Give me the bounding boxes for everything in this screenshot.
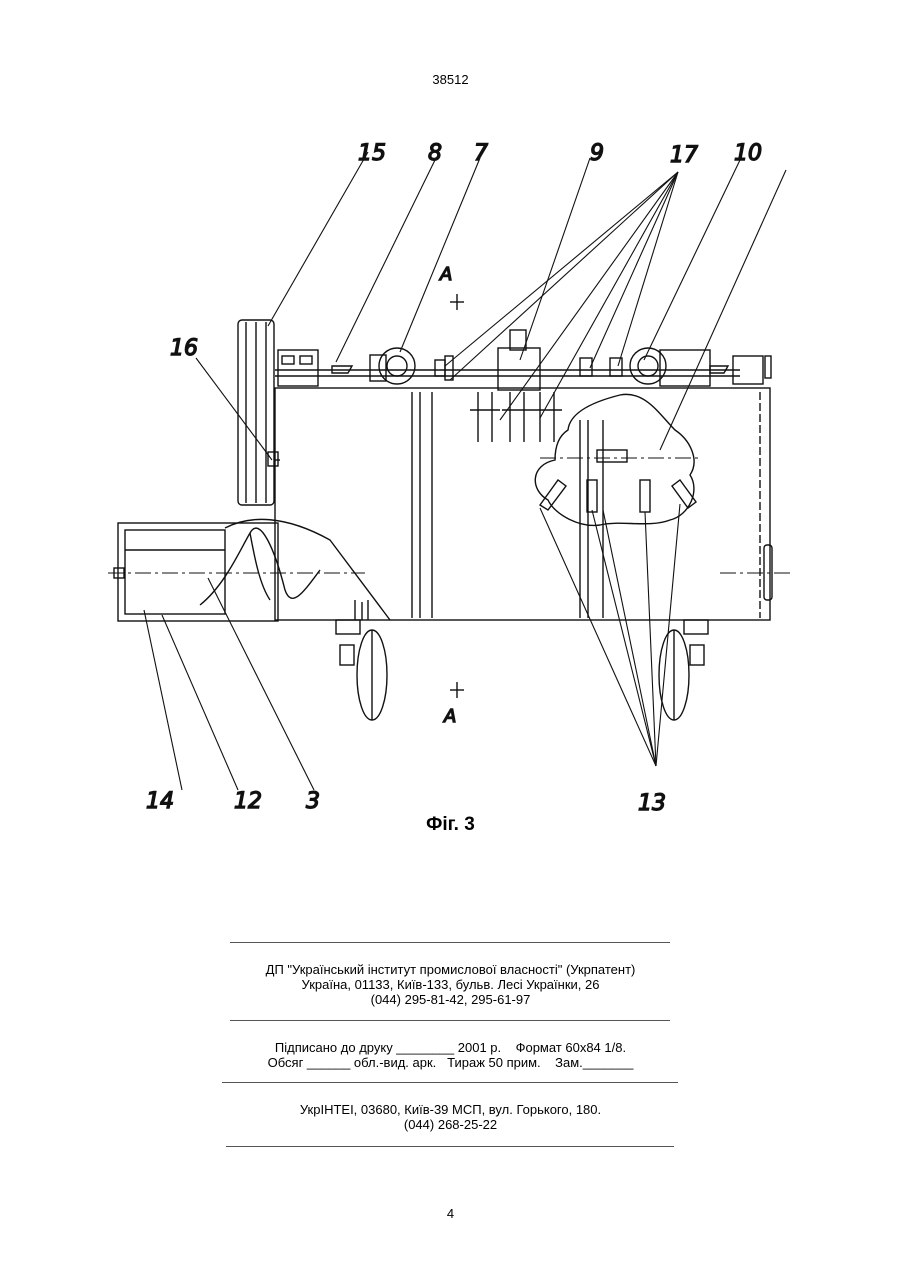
printer-line: УкрІНТЕІ, 03680, Київ-39 МСП, вул. Горьк… xyxy=(0,1102,901,1117)
callout-13: 13 xyxy=(638,791,666,816)
publisher-line: ДП "Український інститут промислової вла… xyxy=(0,962,901,977)
section-markers xyxy=(450,294,464,698)
support-wheels xyxy=(336,545,772,720)
drive-shaft xyxy=(275,330,771,390)
cutaway-section xyxy=(535,394,700,525)
auger-housing xyxy=(118,519,390,621)
callout-17: 17 xyxy=(670,143,698,168)
divider xyxy=(222,1082,678,1083)
divider xyxy=(230,942,670,943)
callout-9: 9 xyxy=(590,141,604,166)
publisher-block: ДП "Український інститут промислової вла… xyxy=(0,962,901,1007)
callout-10: 10 xyxy=(734,141,762,166)
callout-7: 7 xyxy=(474,141,488,166)
divider xyxy=(226,1146,674,1147)
callout-8: 8 xyxy=(428,141,442,166)
main-housing xyxy=(275,388,770,620)
callout-16: 16 xyxy=(170,336,198,361)
callout-14: 14 xyxy=(146,789,174,814)
section-mark-top: А xyxy=(439,264,452,285)
page-number: 4 xyxy=(0,1206,901,1221)
patent-number: 38512 xyxy=(0,72,901,87)
print-details-block: Підписано до друку ________ 2001 р. Форм… xyxy=(0,1040,901,1070)
divider xyxy=(230,1020,670,1021)
callout-12: 12 xyxy=(234,789,262,814)
technical-drawing: А А 15 8 7 9 17 10 16 14 12 3 13 xyxy=(100,130,800,820)
figure-caption: Фіг. 3 xyxy=(0,814,901,836)
publisher-line: Україна, 01133, Київ-133, бульв. Лесі Ук… xyxy=(0,977,901,992)
print-line: Підписано до друку ________ 2001 р. Форм… xyxy=(0,1040,901,1055)
publisher-line: (044) 295-81-42, 295-61-97 xyxy=(0,992,901,1007)
printer-block: УкрІНТЕІ, 03680, Київ-39 МСП, вул. Горьк… xyxy=(0,1102,901,1132)
section-mark-bottom: А xyxy=(443,706,456,727)
large-wheel xyxy=(238,320,280,505)
leader-lines xyxy=(144,152,786,790)
callout-15: 15 xyxy=(358,141,386,166)
printer-line: (044) 268-25-22 xyxy=(0,1117,901,1132)
callout-3: 3 xyxy=(306,789,320,814)
print-line: Обсяг ______ обл.-вид. арк. Тираж 50 при… xyxy=(0,1055,901,1070)
tine-assemblies xyxy=(470,392,562,442)
